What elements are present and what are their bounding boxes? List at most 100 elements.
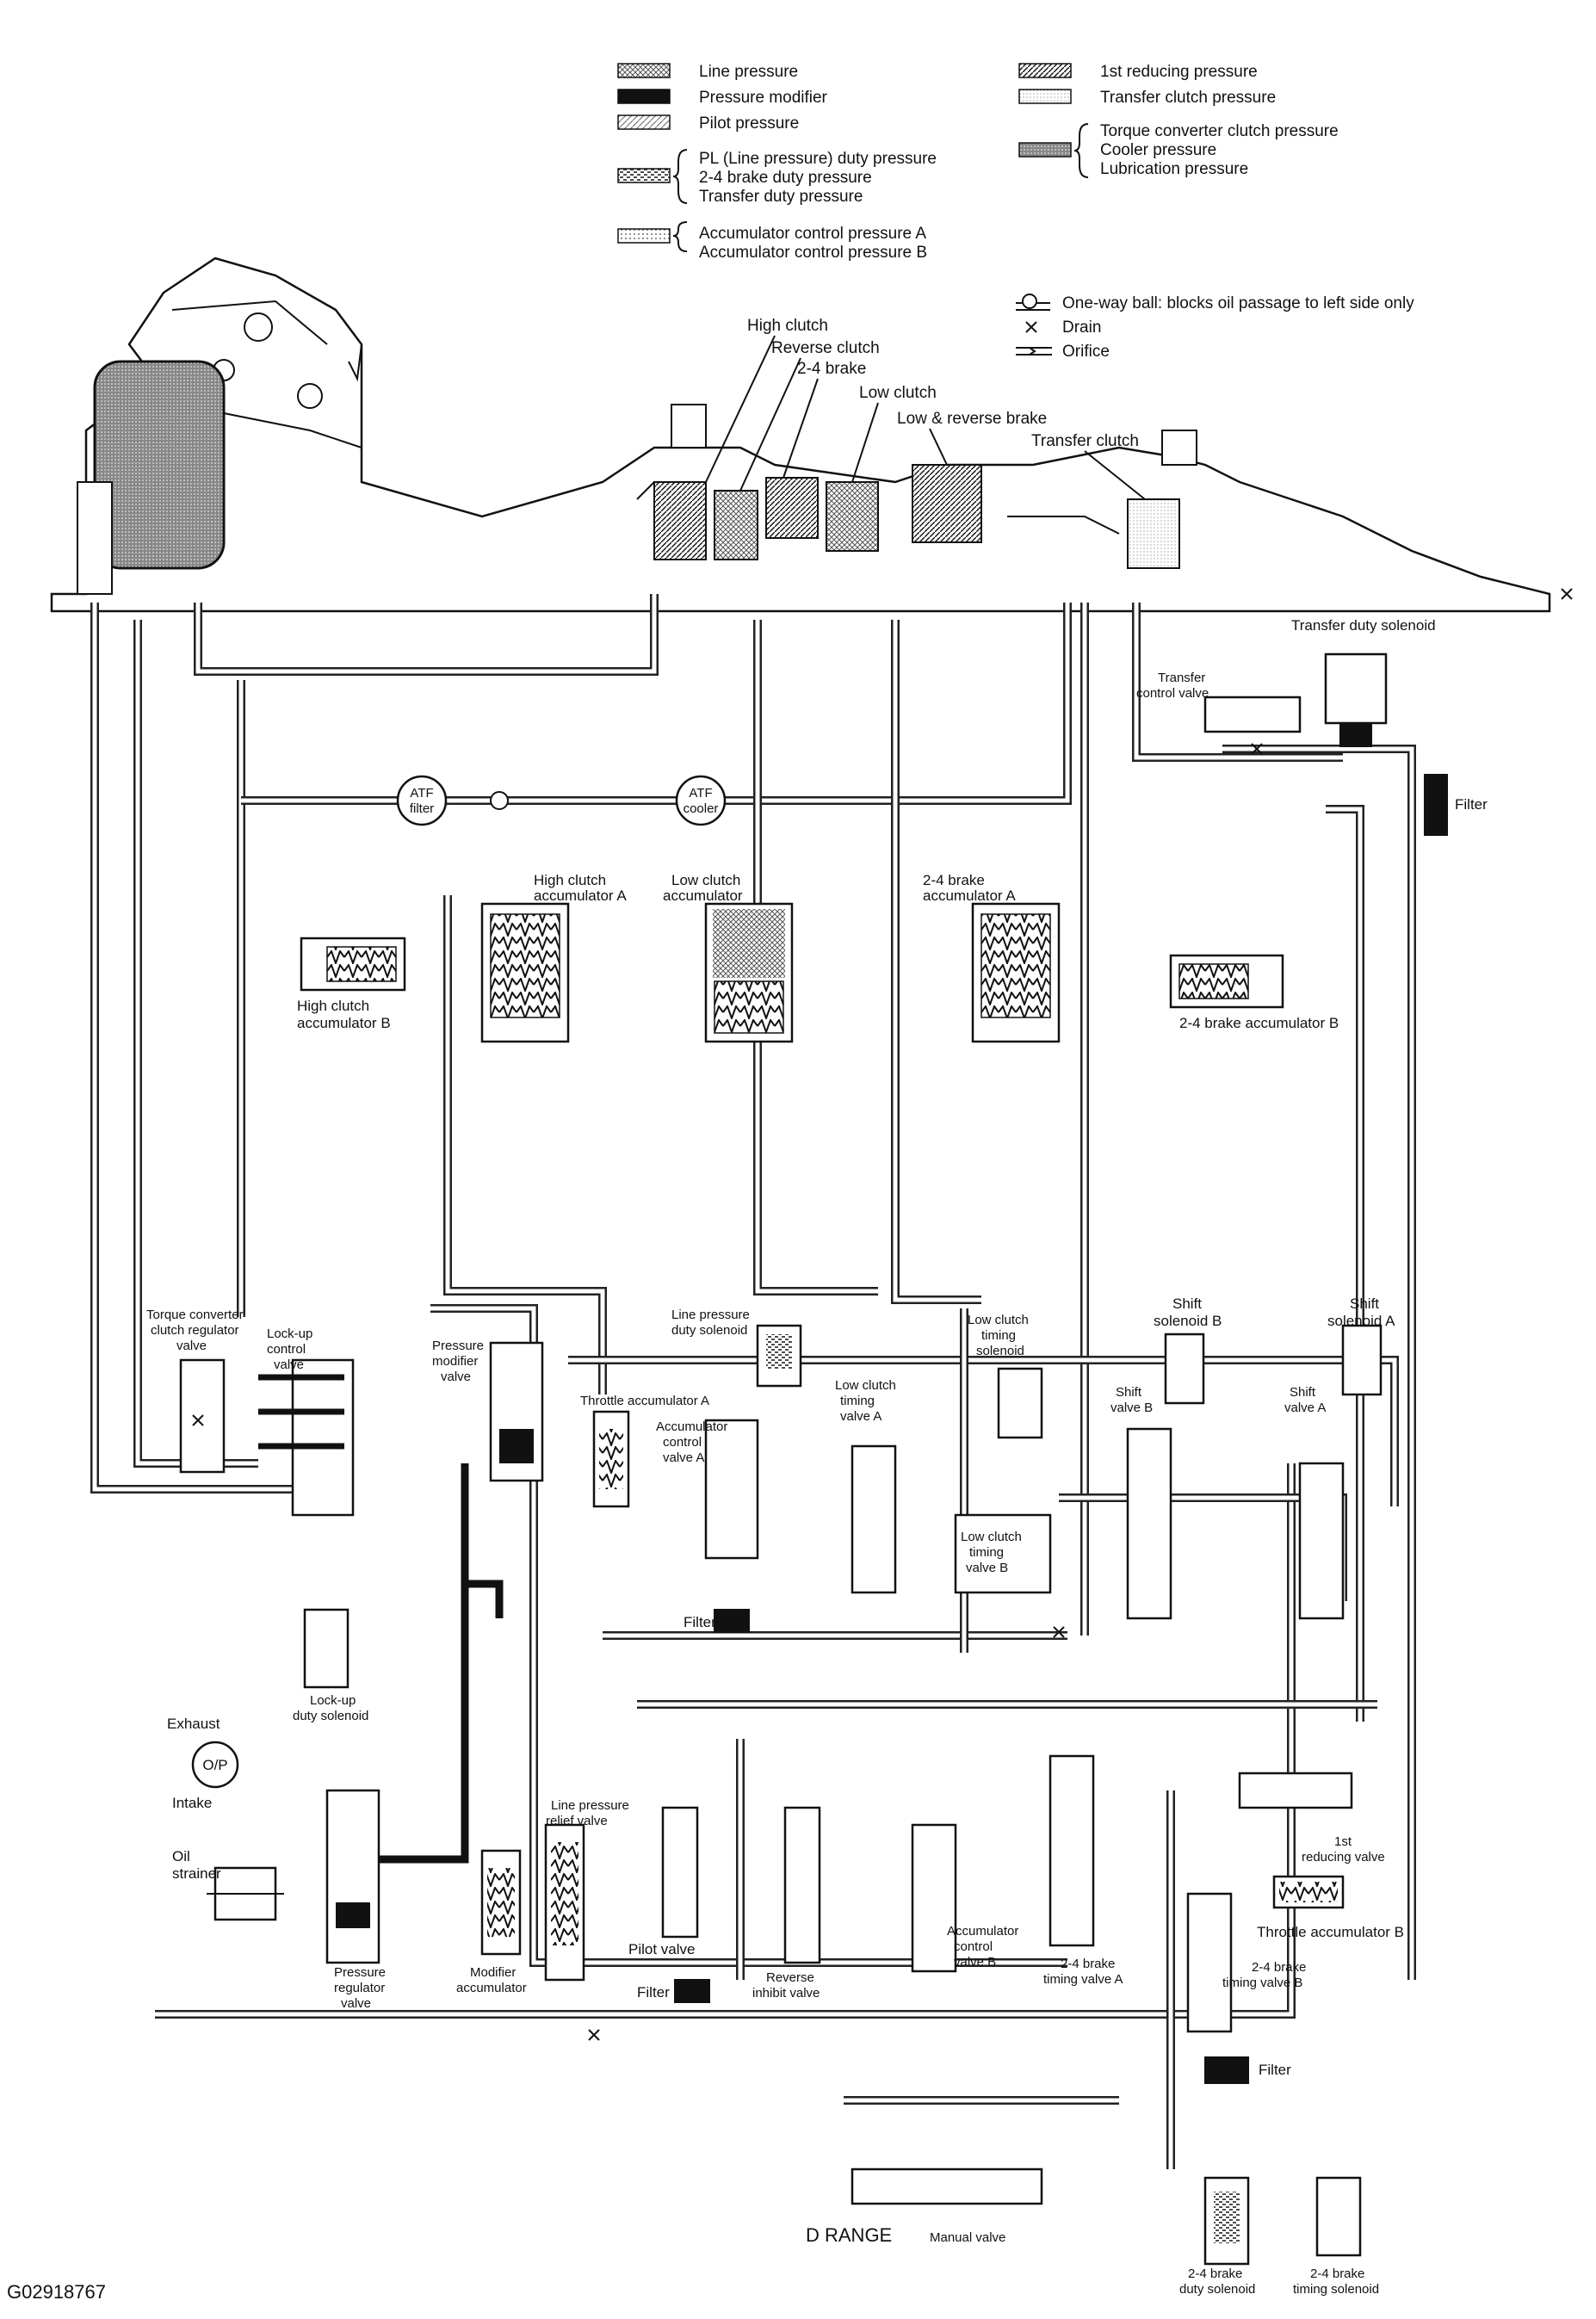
oil-strainer: Oil strainer [172, 1848, 284, 1921]
legend-transfer-clutch-pressure: Transfer clutch pressure [1100, 89, 1276, 107]
pressure-regulator-valve: Pressure regulator valve [325, 1789, 386, 2011]
legend-line-pressure: Line pressure [699, 63, 798, 81]
atf-filter-label-1: ATF [410, 786, 433, 801]
lockup-control-valve: Lock-up control valve [258, 1326, 355, 1517]
torque-converter [93, 360, 226, 570]
label-pressure-regulator-3: valve [341, 1996, 371, 2011]
legend-1st-reducing: 1st reducing pressure [1100, 63, 1258, 81]
label-low-clutch-acc-1: Low clutch [671, 872, 740, 888]
label-transfer-control-valve-1: Transfer [1158, 671, 1205, 685]
legend-left: Line pressure Pressure modifier Pilot pr… [617, 63, 937, 262]
shift-valve-a: Shift valve A [1284, 1385, 1345, 1620]
oil-pump: O/P Exhaust Intake [167, 1716, 239, 1811]
label-shift-valve-a-1: Shift [1290, 1385, 1316, 1400]
label-reverse-inhibit-1: Reverse [766, 1970, 814, 1985]
brake-24-accumulator-a: 2-4 brake accumulator A [923, 872, 1061, 1043]
label-manual-valve: Manual valve [930, 2230, 1005, 2245]
legend-cooler-pressure: Cooler pressure [1100, 141, 1216, 159]
label-transfer-clutch: Transfer clutch [1031, 432, 1139, 450]
low-clutch-timing-solenoid: Low clutch timing solenoid [968, 1313, 1043, 1439]
line-pressure-relief-valve: Line pressure relief valve [544, 1798, 629, 1982]
label-reverse-inhibit-2: inhibit valve [752, 1986, 820, 2001]
label-shift-solenoid-a-2: solenoid A [1327, 1313, 1395, 1329]
label-acc-control-a-3: valve A [663, 1450, 704, 1465]
legend-24-brake-duty-pressure: 2-4 brake duty pressure [699, 169, 872, 187]
label-high-clutch-acc-a-1: High clutch [534, 872, 606, 888]
label-lc-timing-solenoid-2: timing [981, 1328, 1016, 1343]
drain-marks [192, 588, 1573, 2041]
label-lockup-duty-solenoid-1: Lock-up [310, 1693, 356, 1708]
figure-id: G02918767 [7, 2281, 106, 2303]
label-filter-right: Filter [1259, 2062, 1291, 2078]
low-reverse-brake-pack [912, 464, 982, 543]
atf-filter-label-2: filter [410, 801, 434, 816]
pressure-modifier-line [379, 1463, 469, 1864]
high-clutch-accumulator-b: High clutch accumulator B [297, 937, 406, 1031]
low-clutch-pack [826, 481, 879, 552]
label-modifier-acc-2: accumulator [456, 1981, 527, 1995]
manual-valve: D RANGE Manual valve [806, 2167, 1043, 2246]
filter-right: Filter [1204, 2056, 1291, 2084]
label-acc-control-b-3: valve B [954, 1955, 996, 1970]
legend-transfer-duty-pressure: Transfer duty pressure [699, 188, 863, 206]
label-lockup-control-3: valve [274, 1357, 304, 1372]
label-lockup-control-1: Lock-up [267, 1326, 312, 1341]
label-modifier-acc-1: Modifier [470, 1965, 516, 1980]
label-lp-relief-1: Line pressure [551, 1798, 629, 1813]
low-clutch-accumulator: Low clutch accumulator [663, 872, 794, 1043]
label-high-clutch-acc-a-2: accumulator A [534, 887, 627, 904]
reverse-inhibit-valve: Reverse inhibit valve [752, 1806, 821, 2001]
label-lp-relief-2: relief valve [546, 1814, 608, 1828]
brake-24-timing-valve-a: 2-4 brake timing valve A [1043, 1754, 1123, 1987]
label-tcc-regulator-1: Torque converter [146, 1308, 244, 1322]
brake-24-timing-valve-b: 2-4 brake timing valve B [1186, 1892, 1306, 2033]
label-shift-valve-b-2: valve B [1110, 1401, 1153, 1415]
throttle-accumulator-b: Throttle accumulator B [1257, 1875, 1404, 1940]
label-filter-top: Filter [1455, 796, 1488, 813]
transfer-duty-solenoid: Transfer duty solenoid [1291, 617, 1436, 747]
transfer-clutch-pack [1127, 498, 1180, 569]
label-acc-control-b-1: Accumulator [947, 1924, 1018, 1939]
brake-24-pack [765, 477, 819, 539]
pressure-modifier-valve: Pressure modifier valve [432, 1339, 544, 1482]
label-lc-timing-solenoid-1: Low clutch [968, 1313, 1029, 1327]
one-way-ball [490, 791, 509, 810]
label-lc-timing-solenoid-3: solenoid [976, 1344, 1024, 1358]
brake-24-duty-solenoid: 2-4 brake duty solenoid [1179, 2176, 1255, 2297]
lockup-duty-solenoid: Lock-up duty solenoid [293, 1608, 368, 1723]
label-pressure-regulator-1: Pressure [334, 1965, 386, 1980]
label-2-4-brake-acc-a-1: 2-4 brake [923, 872, 985, 888]
label-pressure-regulator-2: regulator [334, 1981, 385, 1995]
label-2-4-brake: 2-4 brake [797, 360, 866, 378]
label-24-duty-solenoid-1: 2-4 brake [1188, 2266, 1242, 2281]
label-tcc-regulator-2: clutch regulator [151, 1323, 239, 1338]
legend: Line pressure Pressure modifier Pilot pr… [617, 63, 1414, 361]
shift-solenoid-a: Shift solenoid A [1327, 1296, 1395, 1396]
label-oil-strainer-1: Oil [172, 1848, 190, 1864]
legend-right: 1st reducing pressure Transfer clutch pr… [1018, 63, 1339, 178]
label-24-duty-solenoid-2: duty solenoid [1179, 2282, 1255, 2297]
label-high-clutch-acc-b-1: High clutch [297, 998, 369, 1014]
label-low-reverse-brake: Low & reverse brake [897, 410, 1047, 428]
label-oil-strainer-2: strainer [172, 1865, 221, 1882]
label-2-4-brake-acc-b: 2-4 brake accumulator B [1179, 1015, 1339, 1031]
label-1st-reducing-2: reducing valve [1302, 1850, 1385, 1864]
legend-pl-duty-pressure: PL (Line pressure) duty pressure [699, 150, 937, 168]
atf-cooler-label-1: ATF [689, 786, 712, 801]
label-lc-timing-b-1: Low clutch [961, 1530, 1022, 1544]
line-pressure-duty-solenoid: Line pressure duty solenoid [671, 1308, 802, 1388]
label-acc-control-a-1: Accumulator [656, 1419, 727, 1434]
legend-swatch-accumulator-control [617, 228, 671, 244]
label-pressure-modifier-3: valve [441, 1370, 471, 1384]
legend-swatch-transfer-clutch [1018, 89, 1072, 104]
label-op: O/P [202, 1757, 227, 1773]
label-24-timing-b-2: timing valve B [1222, 1976, 1302, 1990]
one-way-ball-icon [1016, 294, 1050, 311]
legend-one-way-ball: One-way ball: blocks oil passage to left… [1062, 294, 1414, 312]
legend-swatch-pressure-modifier [617, 89, 671, 104]
accumulator-control-valve-b: Accumulator control valve B [911, 1823, 1018, 1973]
label-lc-timing-a-1: Low clutch [835, 1378, 896, 1393]
filter-low: Filter [637, 1979, 710, 2003]
label-acc-control-b-2: control [954, 1939, 993, 1954]
